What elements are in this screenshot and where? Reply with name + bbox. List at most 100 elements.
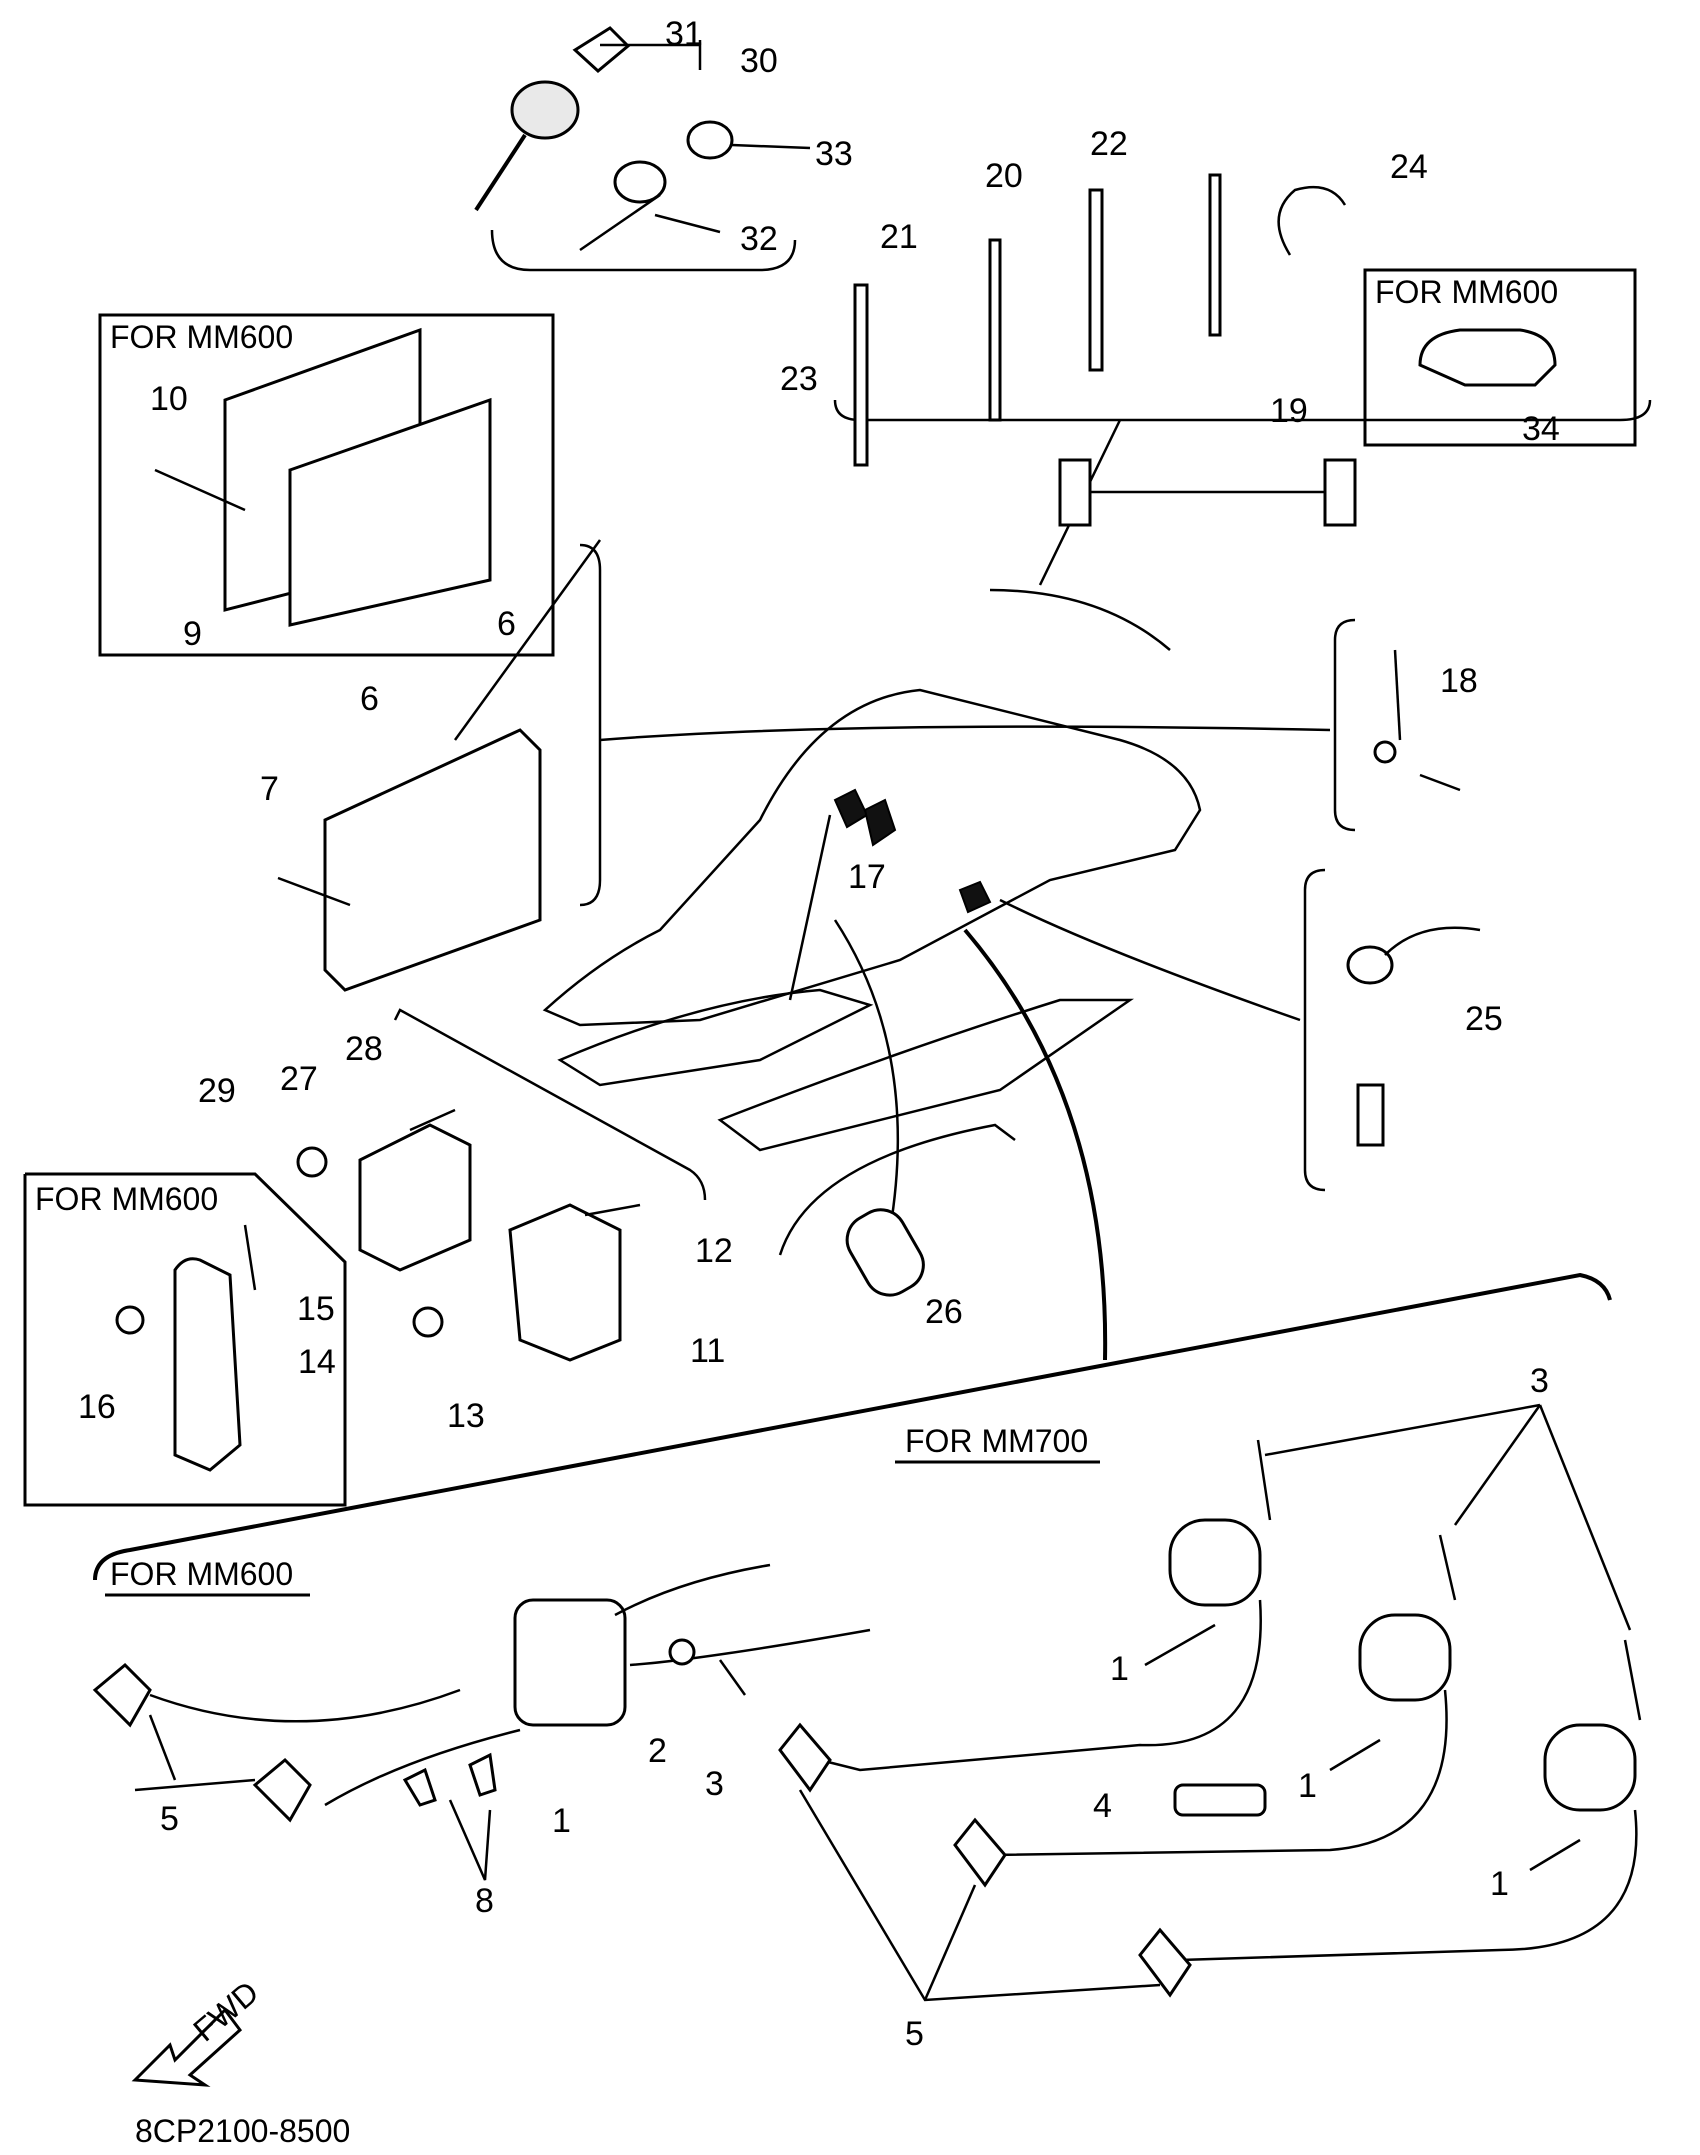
vehicle-chassis: [453, 539, 1331, 1361]
callout-1: 1: [552, 1802, 571, 1840]
callout-30: 30: [740, 42, 778, 80]
bolt-part: [243, 1224, 257, 1291]
plug-cap-part: [252, 1757, 312, 1823]
condenser-part: [845, 1208, 925, 1297]
callout-1: 1: [1110, 1650, 1129, 1688]
plug-cap-part: [953, 1817, 1007, 1888]
ecu-group: [277, 543, 602, 992]
ignition-coil-part: [1358, 1613, 1452, 1702]
callout-5: 5: [160, 1800, 179, 1838]
callout-8: 8: [475, 1882, 494, 1920]
callout-2: 2: [648, 1732, 667, 1770]
callout-14: 14: [298, 1343, 336, 1381]
sender-part: [1346, 945, 1394, 985]
nut-part: [115, 1305, 145, 1335]
callout-18: 18: [1440, 662, 1478, 700]
callout-1: 1: [1298, 1767, 1317, 1805]
screw-part: [1438, 1534, 1457, 1601]
bolt-part: [154, 468, 246, 512]
cable-ties-group: [833, 173, 1652, 586]
mm600-plate-box-label: FOR MM600: [35, 1181, 218, 1217]
callout-19: 19: [1270, 392, 1308, 430]
callout-3: 3: [705, 1765, 724, 1803]
mm600-heading: FOR MM600: [110, 1556, 293, 1592]
clamp-part: [402, 1767, 437, 1807]
mm600-clamp-box: [1363, 268, 1637, 447]
callout-22: 22: [1090, 125, 1128, 163]
section-divider: [93, 1272, 1612, 1581]
mm700-heading: FOR MM700: [905, 1423, 1088, 1459]
grommet-part: [686, 120, 734, 160]
callout-17: 17: [848, 858, 886, 896]
ecu-part: [323, 728, 542, 992]
ground-part: [668, 1638, 696, 1666]
callout-27: 27: [280, 1060, 318, 1098]
callout-34: 34: [1522, 410, 1560, 448]
clamp-part: [1088, 188, 1104, 372]
main-switch-group: [474, 26, 811, 272]
callout-11: 11: [690, 1332, 725, 1370]
regulator-part: [508, 1203, 622, 1362]
nut-part: [296, 1146, 328, 1178]
regulator-group: [296, 1008, 1016, 1362]
rectifier-part: [358, 1123, 472, 1272]
callout-16: 16: [78, 1388, 116, 1426]
clamp-part: [468, 1752, 497, 1797]
screw-part: [718, 1659, 747, 1696]
clamp-part: [1418, 328, 1557, 387]
screw-part: [1623, 1639, 1642, 1721]
screw-part: [277, 876, 351, 907]
mm700-coils-group: [778, 1403, 1642, 2002]
mm600-ecu-box-label: FOR MM600: [110, 319, 293, 355]
screw-part: [1256, 1439, 1272, 1521]
callout-23: 23: [780, 360, 818, 398]
callout-9: 9: [183, 615, 202, 653]
callout-25: 25: [1465, 1000, 1503, 1038]
plug-cap-part: [1138, 1927, 1192, 1998]
callout-7: 7: [260, 770, 279, 808]
callout-26: 26: [925, 1293, 963, 1331]
mm600-ecu-box: [98, 313, 555, 657]
ignition-coil-part: [1168, 1518, 1262, 1607]
callout-20: 20: [985, 157, 1023, 195]
mm600-ecu-group: [98, 313, 555, 657]
callout-13: 13: [447, 1397, 485, 1435]
callout-6: 6: [360, 680, 379, 718]
bolt-part: [409, 1108, 456, 1132]
plate-part: [173, 1257, 242, 1472]
ignition-coil-part: [513, 1598, 627, 1727]
callout-4: 4: [1093, 1787, 1112, 1825]
ignition-coil-part: [1543, 1723, 1637, 1812]
mm600-coil-group: [92, 1563, 871, 1881]
mm600-clamp-box-label: FOR MM600: [1375, 274, 1558, 310]
band-part: [1208, 173, 1222, 337]
fwd-arrow-icon: [131, 2007, 243, 2087]
callout-21: 21: [880, 218, 918, 256]
callout-29: 29: [198, 1072, 236, 1110]
main-switch-part: [510, 80, 580, 140]
callout-12: 12: [695, 1232, 733, 1270]
callout-10: 10: [150, 380, 188, 418]
callout-28: 28: [345, 1030, 383, 1068]
callout-3: 3: [1530, 1362, 1549, 1400]
ground-lead-part: [1393, 649, 1402, 741]
callout-31: 31: [665, 15, 703, 53]
switch-part: [613, 160, 667, 204]
band-part: [853, 283, 869, 467]
mm600-plate-box: [23, 1172, 347, 1507]
plug-cap-part: [778, 1722, 832, 1793]
callout-1: 1: [1490, 1865, 1509, 1903]
callout-32: 32: [740, 220, 778, 258]
band-part: [988, 238, 1002, 422]
plug-cap-part: [92, 1662, 152, 1728]
callout-6: 6: [497, 605, 516, 643]
cdi-unit-part: [288, 397, 492, 627]
nut-part: [412, 1306, 444, 1338]
clip-part: [1277, 185, 1347, 256]
bolt-part: [584, 1203, 641, 1217]
drawing-code: 8CP2100-8500: [135, 2113, 350, 2149]
key-part: [572, 26, 631, 73]
plug-holder-part: [1173, 1783, 1267, 1817]
callout-15: 15: [297, 1290, 335, 1328]
